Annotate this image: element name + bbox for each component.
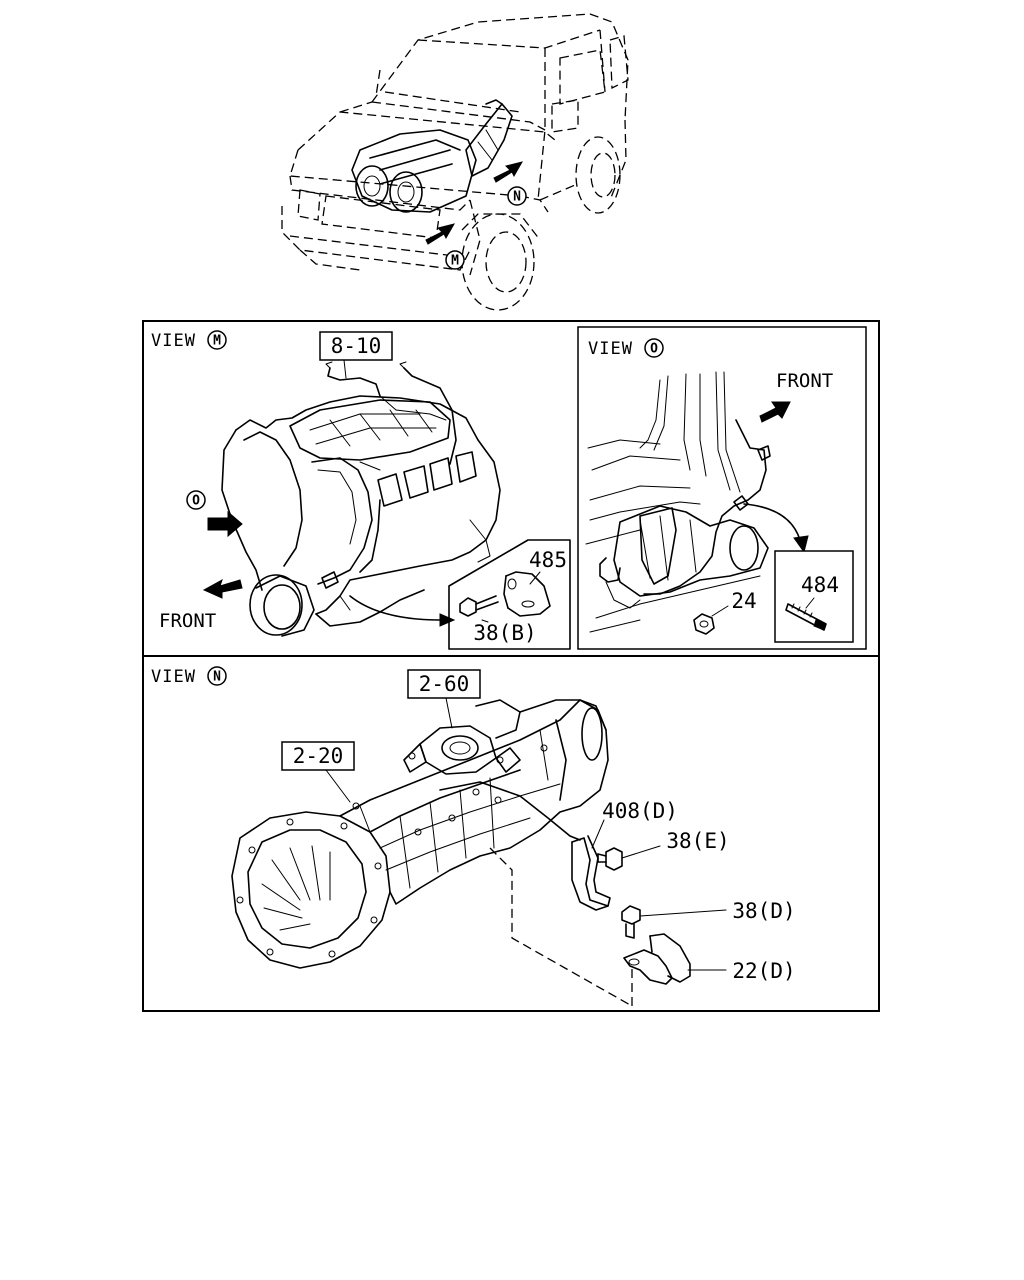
marker-n: N [507,186,527,206]
label-22d: 22(D) [732,959,795,983]
label-484: 484 [801,573,839,597]
view-m-marker: M [207,330,227,350]
front-label-view-o: FRONT [776,370,833,392]
label-485: 485 [529,548,567,572]
marker-m: M [445,250,465,270]
label-38b: 38(B) [473,621,536,645]
outer-frame [142,320,880,1012]
view-o-label: VIEW [588,339,633,359]
marker-letter: N [513,190,521,205]
label-38e: 38(E) [666,829,729,853]
marker-letter: M [213,334,221,349]
view-n-panel: VIEW N 2-60 2-20 [151,666,796,1007]
view-n-label: VIEW [151,667,196,687]
marker-letter: O [192,494,200,509]
ref-box-2-60: 2-60 [419,672,470,696]
view-m-label: VIEW [151,331,196,351]
marker-letter: O [650,342,658,357]
label-38d: 38(D) [732,899,795,923]
view-o-panel: VIEW O FRONT [577,326,867,650]
marker-letter: M [451,254,459,269]
vehicle-overview: N M [281,13,629,311]
label-408d: 408(D) [602,799,678,823]
view-n-marker: N [207,666,227,686]
view-o-marker: O [644,338,664,358]
ref-box-8-10: 8-10 [331,334,382,358]
view-m-panel: VIEW M 8-10 [151,330,571,650]
view-m-marker-o: O [186,490,206,510]
ref-box-2-20: 2-20 [293,744,344,768]
front-label-view-m: FRONT [159,610,216,632]
marker-letter: N [213,670,221,685]
label-24: 24 [731,589,756,613]
